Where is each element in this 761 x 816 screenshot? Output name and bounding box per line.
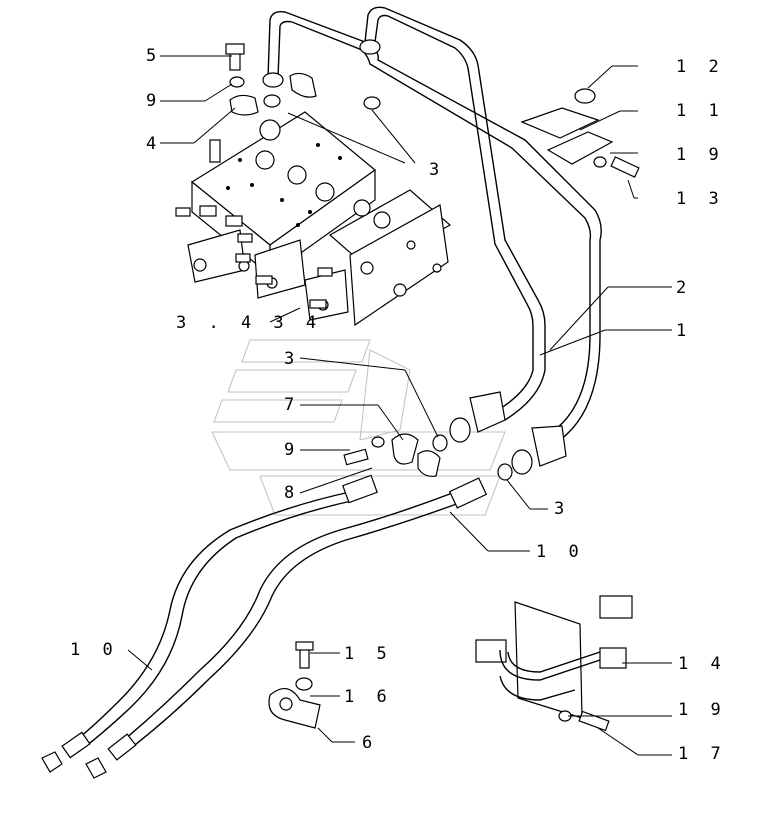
label-9-upper: 9 [146,91,162,111]
label-10-right: 1 0 [536,542,585,562]
callout-labels: 5 9 4 3 1 2 1 1 1 9 1 3 2 1 3 . 4 3 4 3 … [70,46,727,764]
label-13: 1 3 [676,189,725,209]
small-parts-lower [343,433,513,481]
clamp-6-assembly [268,641,321,729]
label-5: 5 [146,46,162,66]
label-15: 1 5 [344,644,393,664]
tube-flanges [262,39,567,475]
label-12: 1 2 [676,57,725,77]
label-7: 7 [284,395,300,415]
label-19-lower: 1 9 [678,700,727,720]
bracket-14-assembly [475,595,633,732]
hose-10-left [41,474,378,773]
label-16: 1 6 [344,687,393,707]
leader-lines [127,55,672,756]
label-14: 1 4 [678,654,727,674]
label-19-upper: 1 9 [676,145,725,165]
label-9-lower: 9 [284,440,300,460]
label-8: 8 [284,483,300,503]
watermark-logo [211,339,506,516]
small-parts-upper [225,43,317,116]
clamp-assembly-upper [520,88,640,178]
label-11: 1 1 [676,101,725,121]
hose-10-right [85,477,488,779]
label-17: 1 7 [678,744,727,764]
label-3-upper: 3 [429,160,445,180]
label-3-middle: 3 [284,349,300,369]
control-valve-assembly [175,111,452,327]
label-10-left: 1 0 [70,640,119,660]
label-4: 4 [146,134,162,154]
label-3-lower: 3 [554,499,570,519]
tube-2 [364,6,546,421]
tube-1 [267,10,602,453]
label-2: 2 [676,278,692,298]
label-1: 1 [676,321,692,341]
label-3-434: 3 . 4 3 4 [176,313,322,333]
label-6: 6 [362,733,378,753]
